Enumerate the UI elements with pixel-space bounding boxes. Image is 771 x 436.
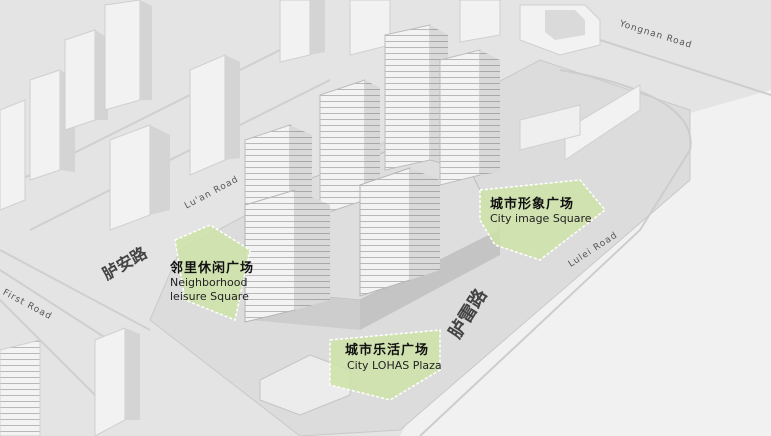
background-buildings — [0, 0, 641, 231]
neighborhood-square-cn: 邻里休闲广场 — [170, 261, 255, 276]
neighborhood-square-en-line1: Neighborhood — [170, 276, 248, 289]
city-image-square-cn: 城市形象广场 — [490, 197, 575, 212]
lulei-road-edge — [419, 69, 692, 436]
city-lohas-plaza-en: City LOHAS Plaza — [347, 359, 442, 372]
podium-side — [360, 230, 500, 330]
neighborhood-square-en-line2: leisure Square — [170, 290, 249, 303]
city-image-square-area — [479, 179, 607, 261]
neighborhood-square-en: Neighborhood leisure Square — [170, 276, 249, 304]
road-lines — [0, 39, 331, 421]
city-lohas-plaza-area — [329, 329, 441, 401]
tower-group — [244, 24, 500, 323]
city-lohas-plaza-cn: 城市乐活广场 — [345, 343, 430, 358]
neighborhood-square-area — [174, 224, 251, 322]
city-image-square-en: City image Square — [490, 212, 592, 225]
lower-left-buildings — [0, 327, 351, 436]
yongnan-road-edge — [599, 39, 771, 96]
